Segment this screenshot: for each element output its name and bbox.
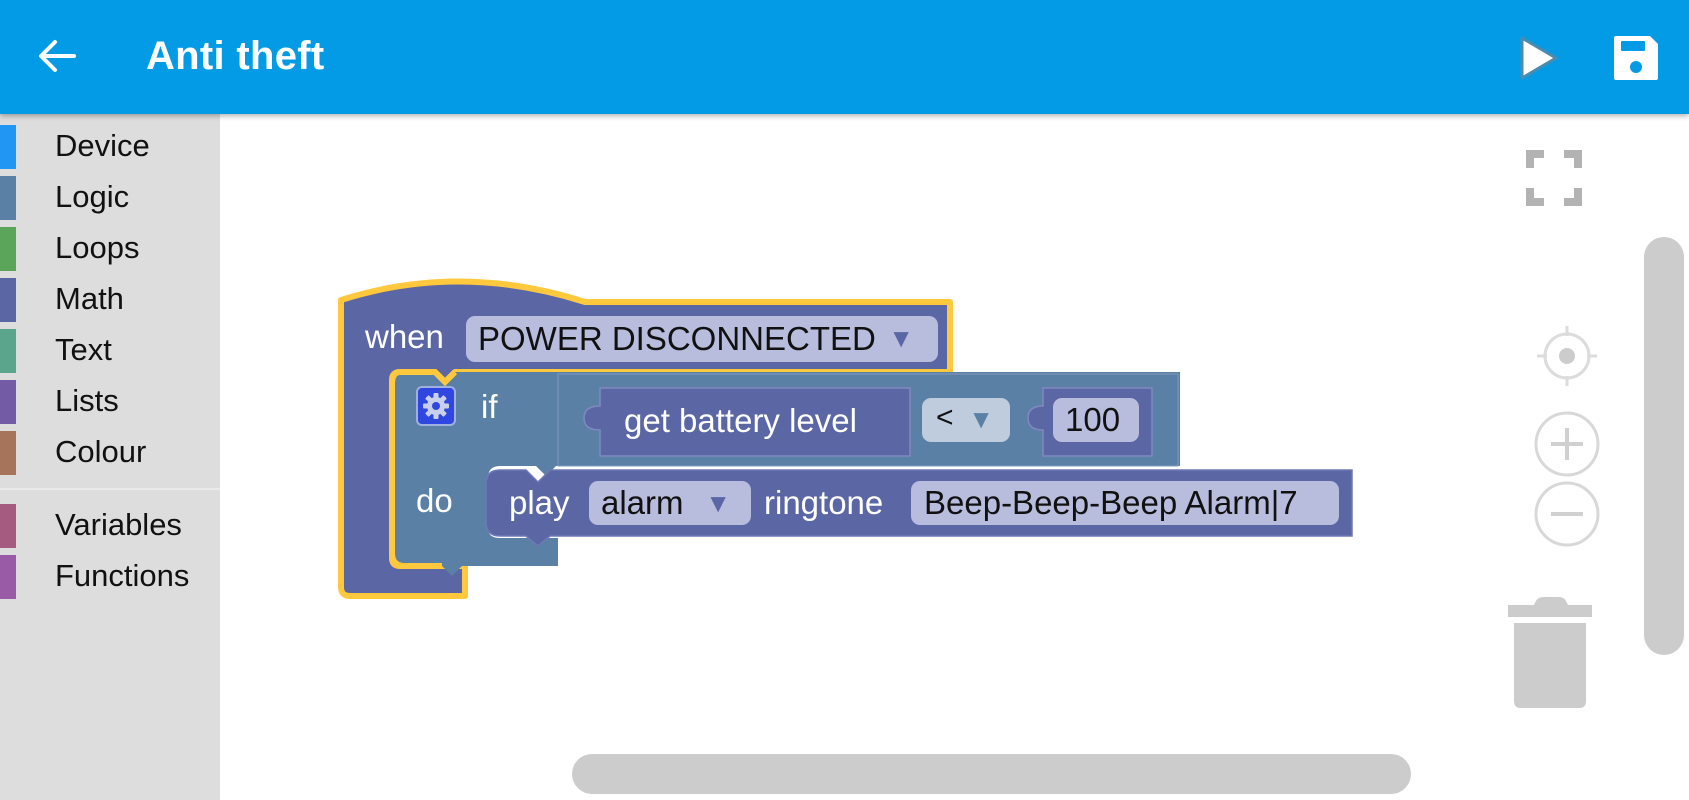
dropdown-arrow-icon: ▼ bbox=[705, 488, 731, 518]
sound-type-value: alarm bbox=[601, 484, 684, 521]
category-colour[interactable]: Colour bbox=[0, 426, 220, 476]
sound-type-dropdown[interactable]: alarm ▼ bbox=[589, 481, 751, 525]
page-title: Anti theft bbox=[146, 34, 325, 78]
category-color-swatch bbox=[0, 431, 16, 475]
category-color-swatch bbox=[0, 278, 16, 322]
category-lists[interactable]: Lists bbox=[0, 375, 220, 425]
category-logic[interactable]: Logic bbox=[0, 171, 220, 221]
ringtone-value: Beep-Beep-Beep Alarm|7 bbox=[924, 484, 1298, 521]
battery-getter-shape bbox=[583, 387, 911, 457]
recenter-button[interactable] bbox=[1533, 322, 1601, 390]
category-color-swatch bbox=[0, 555, 16, 599]
run-button[interactable] bbox=[1508, 30, 1564, 86]
category-label: Colour bbox=[55, 434, 147, 469]
vertical-scrollbar[interactable] bbox=[1644, 237, 1684, 655]
gear-icon bbox=[423, 393, 449, 419]
category-color-swatch bbox=[0, 329, 16, 373]
back-button[interactable] bbox=[30, 28, 86, 84]
category-color-swatch bbox=[0, 176, 16, 220]
zoom-out-icon bbox=[1534, 481, 1600, 547]
dropdown-arrow-icon: ▼ bbox=[888, 323, 914, 353]
play-label: play bbox=[509, 484, 570, 521]
category-label: Text bbox=[55, 332, 112, 367]
category-color-swatch bbox=[0, 504, 16, 548]
zoom-out-button[interactable] bbox=[1533, 480, 1601, 548]
ringtone-label: ringtone bbox=[764, 484, 884, 521]
category-math[interactable]: Math bbox=[0, 273, 220, 323]
horizontal-scrollbar[interactable] bbox=[572, 754, 1411, 794]
category-label: Logic bbox=[55, 179, 130, 214]
number-value: 100 bbox=[1065, 401, 1121, 438]
category-color-swatch bbox=[0, 380, 16, 424]
mutator-button[interactable] bbox=[416, 386, 456, 426]
category-device[interactable]: Device bbox=[0, 120, 220, 170]
category-label: Variables bbox=[55, 507, 182, 542]
category-label: Lists bbox=[55, 383, 119, 418]
operator-dropdown[interactable]: < ▼ bbox=[922, 398, 1010, 442]
if-label: if bbox=[481, 388, 498, 425]
category-variables[interactable]: Variables bbox=[0, 499, 220, 549]
zoom-in-button[interactable] bbox=[1533, 410, 1601, 478]
zoom-in-icon bbox=[1534, 411, 1600, 477]
event-when-label: when bbox=[365, 318, 444, 355]
fullscreen-button[interactable] bbox=[1524, 148, 1584, 208]
category-separator bbox=[0, 488, 220, 490]
dropdown-arrow-icon: ▼ bbox=[968, 404, 994, 434]
operator-value: < bbox=[936, 401, 954, 434]
event-dropdown[interactable]: POWER DISCONNECTED ▼ bbox=[466, 316, 938, 362]
save-button[interactable] bbox=[1608, 30, 1664, 86]
category-loops[interactable]: Loops bbox=[0, 222, 220, 272]
crosshair-icon bbox=[1537, 326, 1597, 386]
trash-can[interactable] bbox=[1506, 597, 1594, 709]
category-functions[interactable]: Functions bbox=[0, 550, 220, 600]
category-label: Device bbox=[55, 128, 150, 163]
number-input[interactable]: 100 bbox=[1053, 398, 1139, 442]
category-label: Functions bbox=[55, 558, 190, 593]
trash-icon bbox=[1508, 597, 1592, 708]
battery-getter-label: get battery level bbox=[624, 402, 857, 439]
category-label: Math bbox=[55, 281, 124, 316]
category-label: Loops bbox=[55, 230, 140, 265]
toolbox-sidebar: Device Logic Loops Math Text Lists Colou… bbox=[0, 114, 220, 800]
app-bar: Anti theft bbox=[0, 0, 1689, 114]
play-icon bbox=[1520, 36, 1558, 80]
event-dropdown-value: POWER DISCONNECTED bbox=[478, 320, 876, 357]
do-label: do bbox=[416, 482, 453, 519]
category-color-swatch bbox=[0, 227, 16, 271]
category-color-swatch bbox=[0, 125, 16, 169]
fullscreen-icon bbox=[1526, 150, 1582, 206]
category-text[interactable]: Text bbox=[0, 324, 220, 374]
ringtone-field[interactable]: Beep-Beep-Beep Alarm|7 bbox=[911, 481, 1339, 525]
arrow-back-icon bbox=[39, 40, 76, 72]
save-icon bbox=[1614, 36, 1658, 80]
